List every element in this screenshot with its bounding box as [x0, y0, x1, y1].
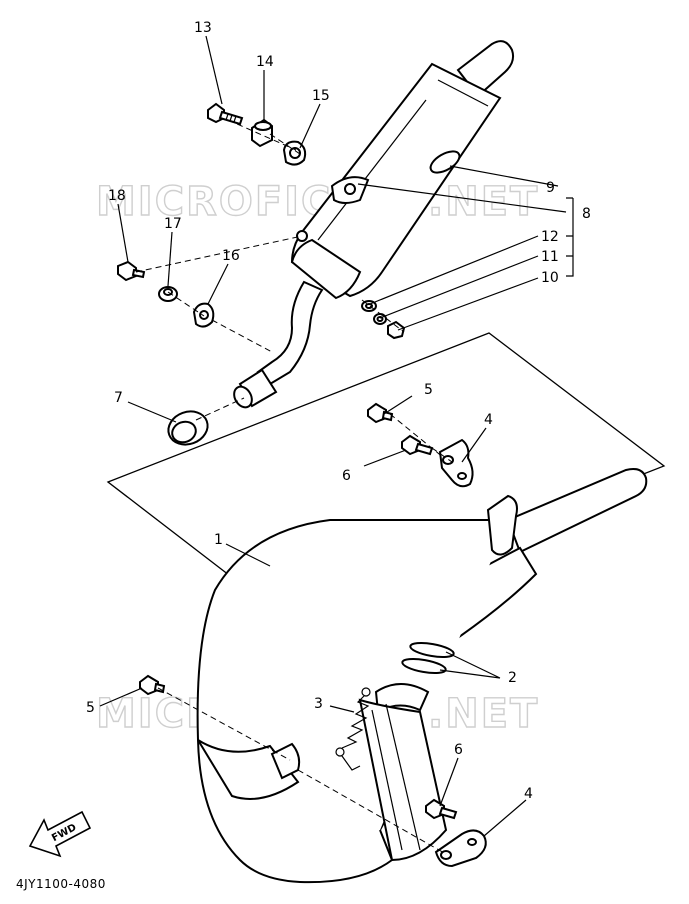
collar-14	[251, 118, 273, 148]
callout-4-upper: 4	[484, 412, 493, 428]
callout-18: 18	[108, 188, 126, 204]
callout-6-upper: 6	[342, 468, 351, 484]
callout-10: 10	[541, 270, 559, 286]
bolt-6-lower	[425, 798, 458, 820]
callout-5-upper: 5	[424, 382, 433, 398]
bolt-6-upper	[401, 434, 434, 456]
spring-3	[335, 687, 371, 771]
callout-11: 11	[541, 249, 559, 265]
callout-12: 12	[541, 229, 559, 245]
diagram-part-number: 4JY1100-4080	[16, 877, 106, 891]
bracket-4-upper	[438, 438, 474, 488]
gasket-7	[167, 410, 209, 446]
callout-6-lower: 6	[454, 742, 463, 758]
fwd-arrow-icon: FWD	[28, 810, 92, 858]
washer-11	[373, 313, 387, 325]
collar-17	[158, 286, 178, 302]
callout-8: 8	[582, 206, 591, 222]
callout-7: 7	[114, 390, 123, 406]
bolt-18	[117, 260, 146, 282]
callout-2: 2	[508, 670, 517, 686]
bolt-5-lower	[139, 674, 166, 696]
exhaust-pipe	[196, 468, 648, 884]
callout-16: 16	[222, 248, 240, 264]
callout-9: 9	[546, 180, 555, 196]
callout-17: 17	[164, 216, 182, 232]
nut-10	[387, 320, 406, 340]
callout-4-lower: 4	[524, 786, 533, 802]
silencer-group-outline	[106, 332, 666, 616]
bolt-13	[207, 102, 244, 126]
callout-3: 3	[314, 696, 323, 712]
grommet-16	[192, 302, 215, 328]
silencer	[233, 40, 515, 409]
callout-14: 14	[256, 54, 274, 70]
bolt-5-upper	[367, 402, 394, 424]
bracket-4-lower	[434, 829, 487, 868]
callout-15: 15	[312, 88, 330, 104]
callout-1: 1	[214, 532, 223, 548]
callout-5-lower: 5	[86, 700, 95, 716]
callout-13: 13	[194, 20, 212, 36]
